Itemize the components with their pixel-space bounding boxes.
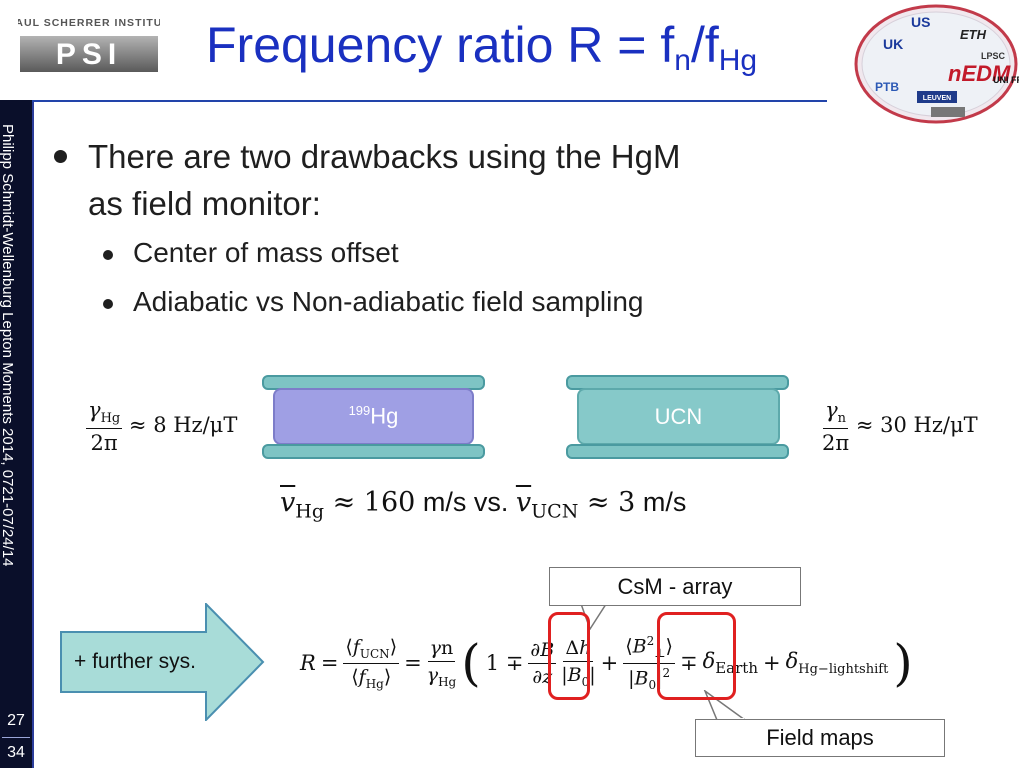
sub-bullet-dot xyxy=(103,250,113,260)
psi-mark: PSI xyxy=(56,38,122,71)
further-sys-label: + further sys. xyxy=(74,650,196,673)
gradient-term-highlight xyxy=(548,612,590,700)
svg-text:UK: UK xyxy=(883,36,903,52)
bullet-main-line2: as field monitor: xyxy=(88,185,321,222)
sub-bullet-2: Adiabatic vs Non-adiabatic field samplin… xyxy=(133,286,644,317)
sidebar xyxy=(0,100,34,768)
title-underline xyxy=(32,100,827,102)
svg-text:US: US xyxy=(911,14,930,30)
svg-text:UNI FR: UNI FR xyxy=(993,75,1019,85)
svg-text:LPSC: LPSC xyxy=(981,51,1006,61)
ucn-bottom-electrode xyxy=(566,444,789,459)
velocity-comparison: vHg ≈ 160 m/s vs. vUCN ≈ 3 m/s xyxy=(280,487,687,523)
ucn-cell: UCN xyxy=(577,388,780,445)
svg-text:nEDM: nEDM xyxy=(948,61,1011,86)
hg-cell: 199Hg xyxy=(273,388,474,445)
speaker-info-text: Philipp Schmidt-Wellenburg Lepton Moment… xyxy=(0,124,16,567)
svg-text:ETH: ETH xyxy=(960,27,987,42)
bullet-main-line1: There are two drawbacks using the HgM xyxy=(88,138,681,175)
nedm-collaboration-logo: nEDM US UK ETH LPSC PTB LEUVEN UNI FR xyxy=(853,3,1023,125)
slide-number-divider xyxy=(2,737,30,738)
transverse-field-term-highlight xyxy=(657,612,736,700)
csm-array-callout: CsM - array xyxy=(549,567,801,606)
bullet-dot xyxy=(54,150,67,163)
sub-bullet-1: Center of mass offset xyxy=(133,237,399,268)
slide-title: Frequency ratio R = fn/fHg xyxy=(206,17,758,77)
sub-bullet-dot xyxy=(103,299,113,309)
svg-text:LEUVEN: LEUVEN xyxy=(923,95,951,102)
further-sys-arrow xyxy=(60,601,265,723)
psi-institute-name: PAUL SCHERRER INSTITUT xyxy=(18,17,160,29)
hg-bottom-electrode xyxy=(262,444,485,459)
field-maps-callout: Field maps xyxy=(695,719,945,757)
slide-total: 34 xyxy=(7,744,25,761)
psi-logo: PAUL SCHERRER INSTITUT PSI xyxy=(8,14,169,76)
svg-text:PTB: PTB xyxy=(875,80,899,94)
slide-number: 27 xyxy=(7,712,25,729)
